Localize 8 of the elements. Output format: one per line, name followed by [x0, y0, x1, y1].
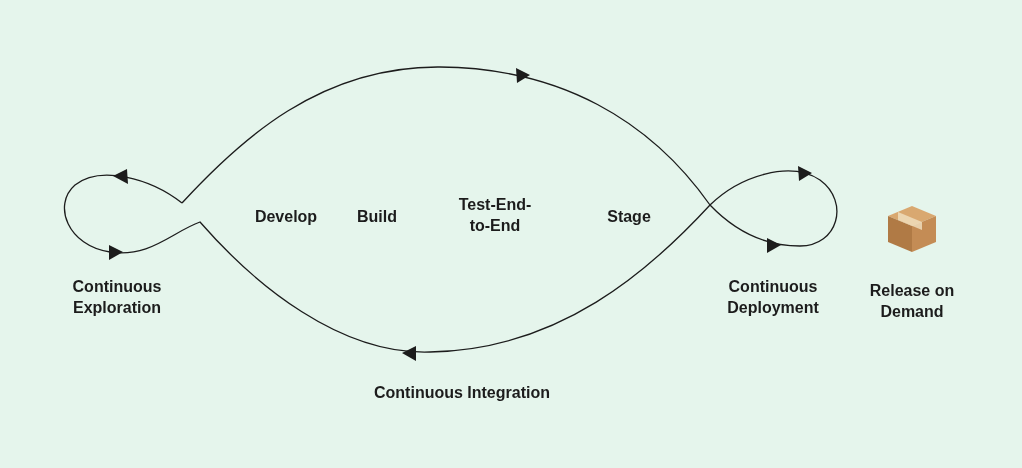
step-label: Develop [254, 207, 318, 227]
step-label: Test-End-to-End [457, 195, 533, 236]
phase-label: Continuous Integration [374, 383, 550, 403]
phase-label: Release on Demand [868, 281, 956, 322]
step-label: Stage [607, 207, 651, 227]
phase-label: Continuous Exploration [71, 277, 163, 318]
phase-label: Continuous Deployment [726, 277, 820, 318]
step-label: Build [357, 207, 397, 227]
